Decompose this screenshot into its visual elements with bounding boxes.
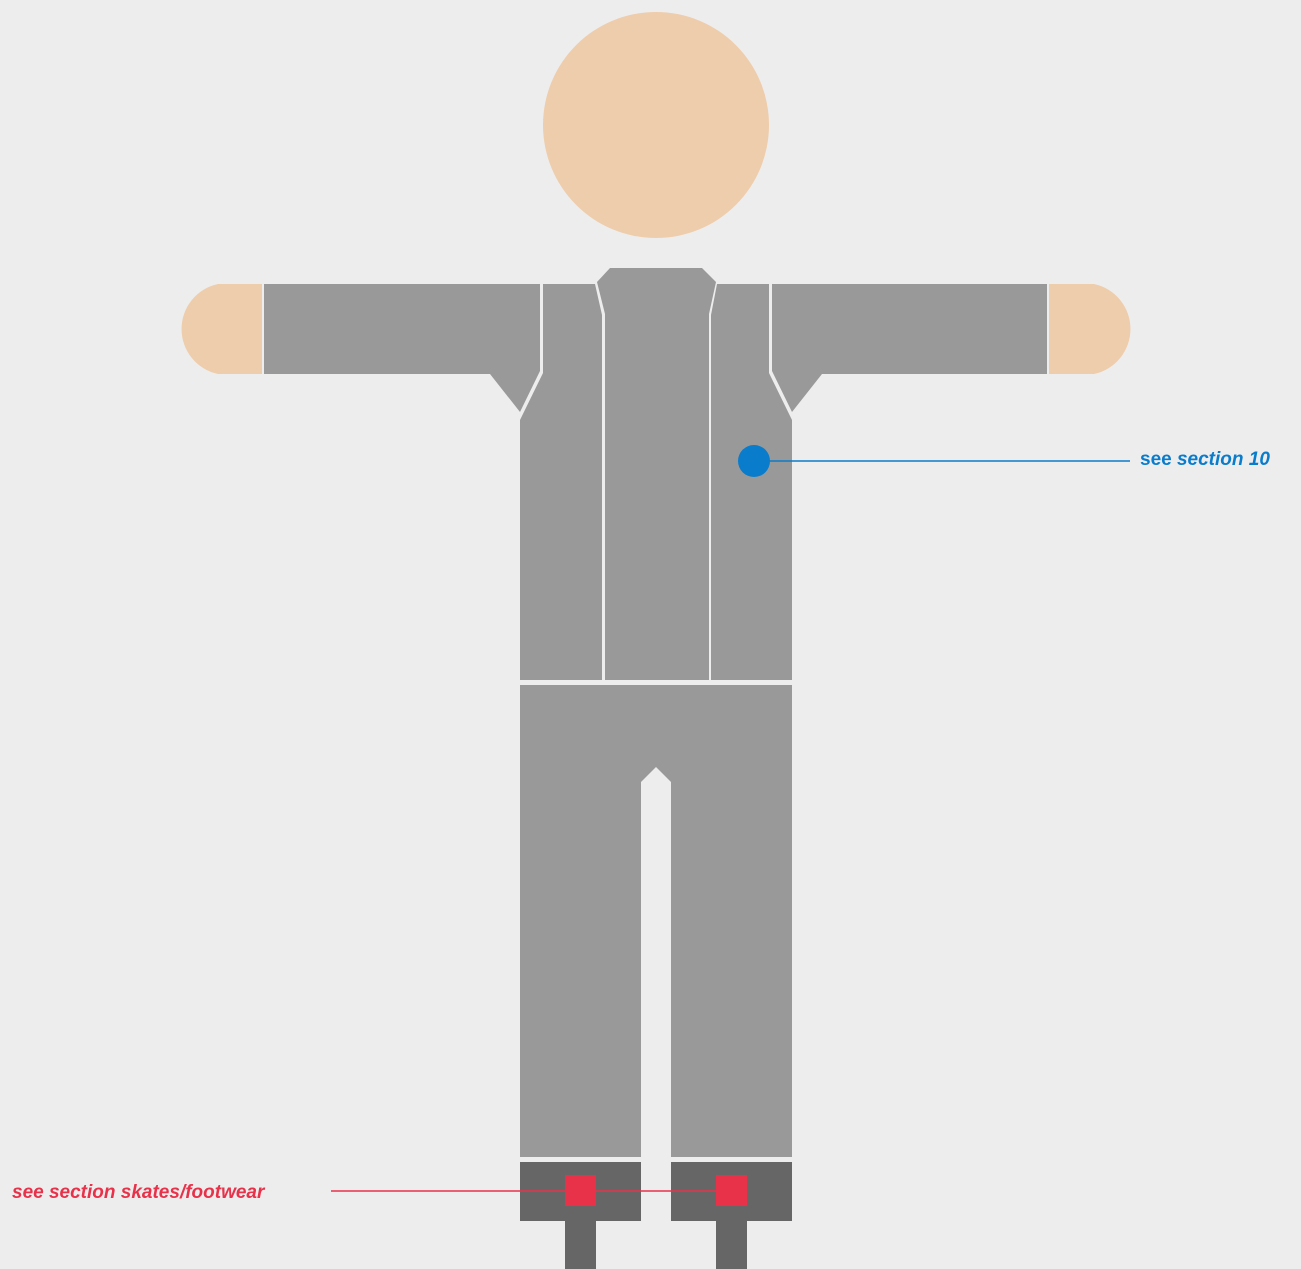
callout-section-10: see section 10 bbox=[738, 445, 1270, 477]
callout-blue-ref: section 10 bbox=[1177, 449, 1270, 470]
callout-blue-label[interactable]: see section 10 bbox=[1140, 449, 1270, 470]
callout-red-label[interactable]: see section skates/footwear bbox=[12, 1182, 266, 1203]
jacket bbox=[264, 268, 1047, 680]
left-sleeve bbox=[264, 284, 540, 412]
head-icon bbox=[543, 12, 769, 238]
callout-red-marker-left-icon bbox=[565, 1175, 596, 1206]
left-hand-icon bbox=[182, 284, 262, 374]
callout-blue-marker-icon bbox=[738, 445, 770, 477]
jacket-center-placket bbox=[597, 268, 716, 680]
callout-red-prefix: see bbox=[12, 1182, 49, 1203]
right-sleeve bbox=[772, 284, 1047, 412]
callout-red-marker-right-icon bbox=[716, 1175, 747, 1206]
callout-blue-prefix: see bbox=[1140, 449, 1177, 470]
left-blade bbox=[565, 1221, 596, 1269]
footwear bbox=[520, 1162, 792, 1269]
right-hand-icon bbox=[1049, 284, 1130, 374]
pants bbox=[520, 685, 792, 1157]
callout-red-ref: section skates/footwear bbox=[49, 1182, 266, 1203]
right-blade bbox=[716, 1221, 747, 1269]
